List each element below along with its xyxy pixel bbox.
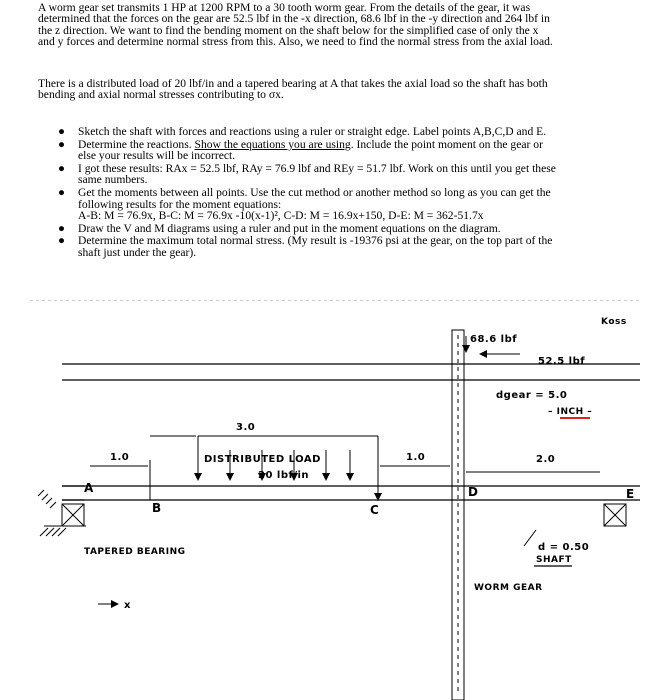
bearing-e-box (603, 503, 627, 527)
force-y-label: 68.6 lbf (470, 334, 517, 345)
shaft-label: SHAFT (536, 555, 572, 565)
task-item: ● Sketch the shaft with forces and react… (58, 126, 628, 138)
bullet-icon: ● (58, 137, 66, 151)
point-a-label: A (84, 481, 94, 495)
task-line: shaft just under the gear). (78, 245, 197, 259)
bullet-icon: ● (58, 185, 66, 199)
task-line: Draw the V and M diagrams using a ruler … (78, 221, 501, 235)
point-c-label: C (370, 503, 379, 517)
point-e-label: E (626, 487, 635, 501)
dim-de-label: 2.0 (536, 454, 555, 465)
ground-hatch-icon (39, 527, 67, 537)
text-line: and y forces and determine normal stress… (38, 35, 553, 49)
d-pointer-line (523, 529, 537, 547)
shaft-sketch: Koss 68.6 lbf 52.5 lbf dgear = 5.0 – INC… (30, 300, 640, 700)
paragraph-load: There is a distributed load of 20 lbf/in… (38, 77, 628, 102)
force-x-label: 52.5 lbf (538, 356, 585, 367)
task-line: Sketch the shaft with forces and reactio… (78, 125, 547, 138)
bearing-label: TAPERED BEARING (84, 547, 186, 557)
text-line: There is a distributed load of 20 lbf/in… (38, 77, 548, 90)
task-line: Determine the maximum total normal stres… (78, 234, 553, 248)
worm-gear-plate (451, 329, 465, 700)
bullet-icon: ● (58, 221, 66, 235)
task-line: I got these results: RAx = 52.5 lbf, RAy… (78, 161, 556, 175)
text-line: determined that the forces on the gear a… (38, 12, 550, 26)
bullet-icon: ● (58, 161, 66, 175)
point-d-label: D (468, 485, 478, 499)
wall-hatch-icon (37, 489, 57, 509)
bullet-icon: ● (58, 234, 66, 248)
task-item: ● Draw the V and M diagrams using a rule… (58, 223, 628, 235)
task-text: Determine the reactions. (78, 137, 195, 151)
task-item: ● Determine the maximum total normal str… (58, 235, 628, 258)
text-line: bending and axial normal stresses contri… (38, 88, 284, 102)
initials-label: Koss (601, 317, 627, 327)
task-item: ● I got these results: RAx = 52.5 lbf, R… (58, 163, 628, 186)
text-line: A worm gear set transmits 1 HP at 1200 R… (38, 1, 531, 14)
bullet-icon: ● (58, 125, 66, 138)
task-list: ● Sketch the shaft with forces and react… (58, 126, 628, 260)
task-line: A-B: M = 76.9x, B-C: M = 76.9x -10(x-1)²… (78, 209, 484, 223)
task-line: same numbers. (78, 173, 148, 187)
x-axis-label: x (124, 600, 131, 611)
task-text: . Include the point moment on the gear o… (350, 137, 543, 151)
dim-cd-label: 1.0 (406, 452, 425, 463)
dim-bc-label: 3.0 (236, 422, 255, 433)
underlined-text: Show the equations you are using (194, 137, 351, 151)
task-line: Get the moments between all points. Use … (78, 185, 551, 199)
task-line: following results for the moment equatio… (78, 197, 282, 211)
gear-diameter-unit: – INCH – (548, 407, 592, 417)
bearing-a-cross (61, 503, 85, 527)
load-value: 20 lbf/in (258, 470, 309, 481)
task-item: ● Determine the reactions. Show the equa… (58, 137, 628, 163)
paragraph-intro: A worm gear set transmits 1 HP at 1200 R… (38, 1, 628, 49)
task-line: else your results will be incorrect. (78, 149, 236, 163)
load-title: DISTRIBUTED LOAD (204, 454, 321, 465)
worm-gear-label: WORM GEAR (474, 583, 543, 593)
task-line: Determine the reactions. Show the equati… (78, 137, 628, 151)
shaft-diameter-label: d = 0.50 (538, 542, 589, 553)
point-b-label: B (152, 501, 162, 515)
gear-diameter-label: dgear = 5.0 (496, 390, 567, 401)
task-item: ● Get the moments between all points. Us… (58, 187, 628, 222)
text-line: the z direction. We want to find the ben… (38, 23, 539, 37)
dim-ab-label: 1.0 (110, 452, 129, 463)
